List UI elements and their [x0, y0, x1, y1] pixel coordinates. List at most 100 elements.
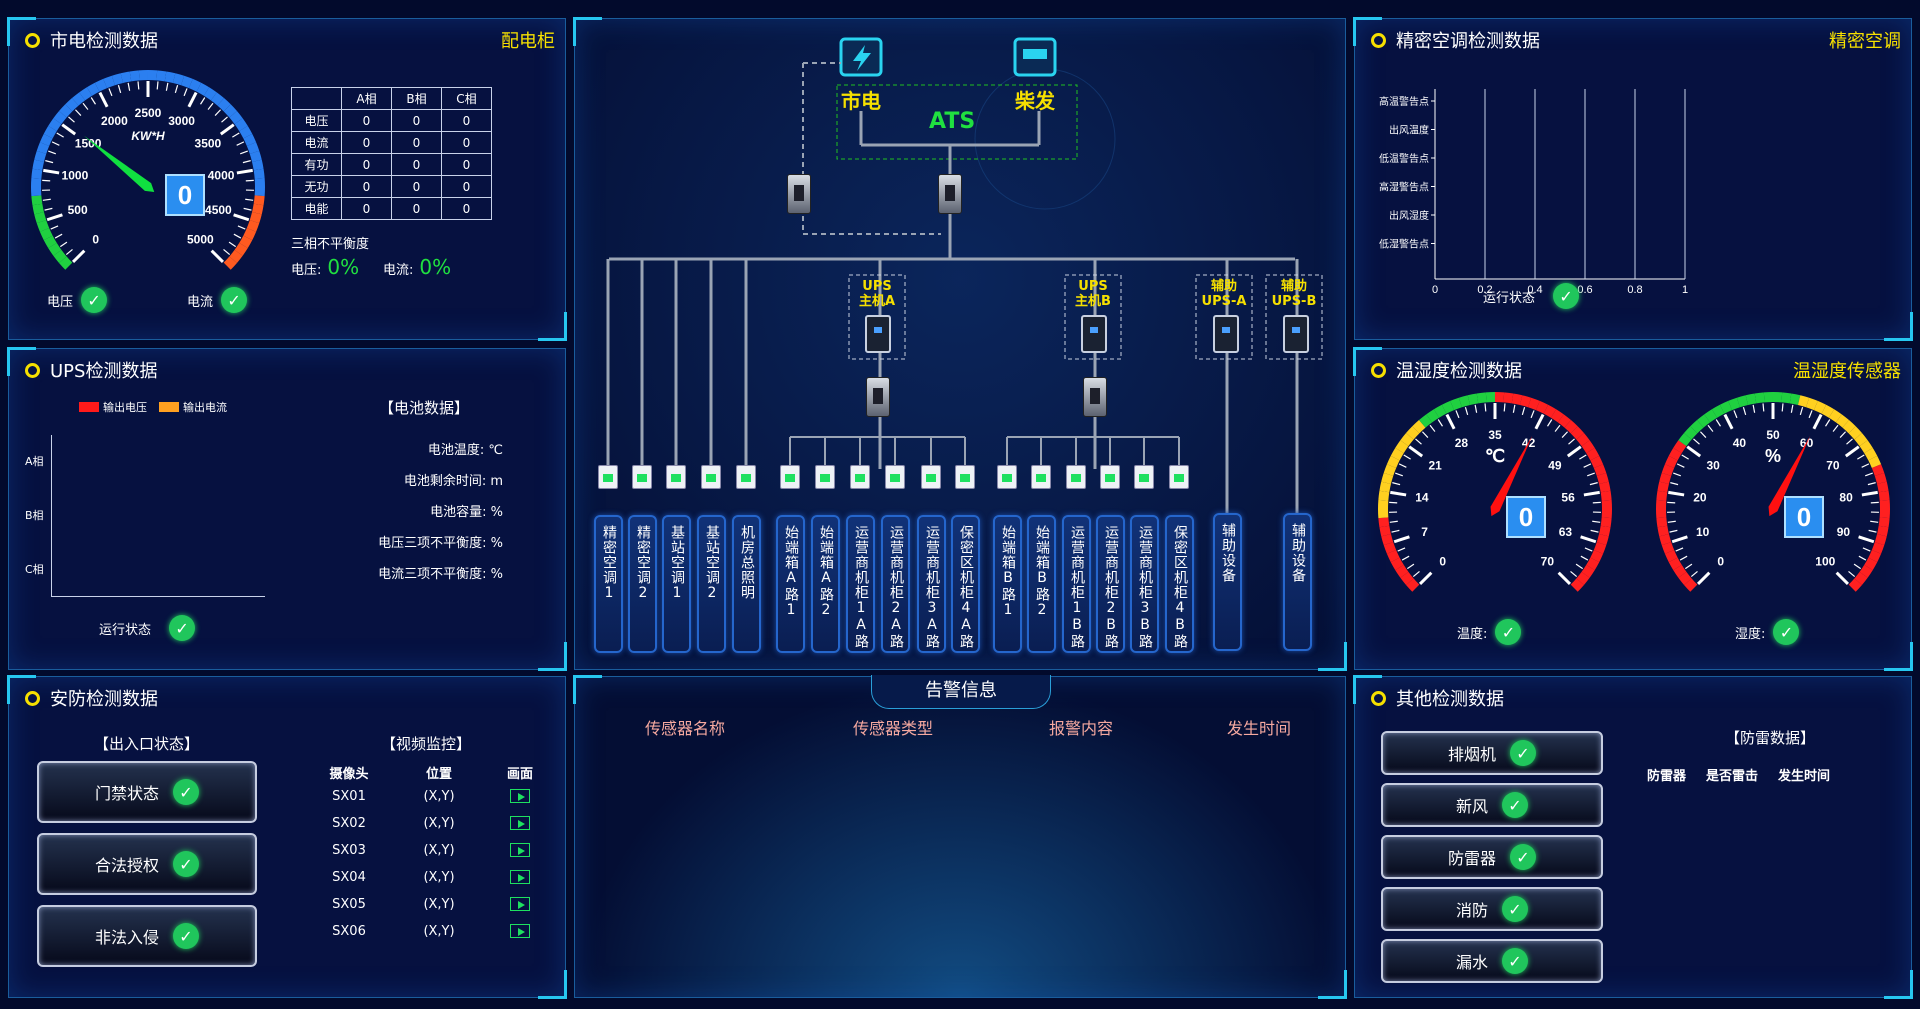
gauge-tick: [1590, 529, 1599, 533]
gauge-tick: [1415, 438, 1422, 445]
gauge-tick: [90, 97, 96, 105]
gauge-tick: [1580, 535, 1597, 544]
breaker-icon[interactable]: [1134, 465, 1154, 489]
gauge-tick: [48, 150, 56, 155]
ac-x-tick-label: 0.4: [1527, 284, 1542, 296]
breaker-icon[interactable]: [885, 465, 905, 489]
breaker-icon[interactable]: [1100, 465, 1120, 489]
ups-unit-icon[interactable]: [865, 315, 891, 353]
gauge-tick: [1580, 555, 1589, 561]
gauge-tick: [1389, 520, 1398, 523]
load-label[interactable]: 精密空调2: [628, 515, 657, 653]
load-label[interactable]: 辅助设备: [1283, 513, 1312, 651]
gauge-tick: [1575, 563, 1584, 570]
load-label[interactable]: 机房总照明: [732, 515, 761, 653]
mains-label: 市电: [841, 89, 881, 113]
load-label[interactable]: 始端箱A路1: [776, 515, 805, 653]
breaker-icon[interactable]: [815, 465, 835, 489]
camera-row[interactable]: SX01(X,Y): [304, 789, 556, 807]
breaker-icon[interactable]: [1169, 465, 1189, 489]
load-label[interactable]: 始端箱B路2: [1027, 515, 1056, 653]
video-icon[interactable]: [510, 924, 530, 938]
breaker-switch[interactable]: [787, 174, 811, 214]
breaker-icon[interactable]: [1066, 465, 1086, 489]
intrusion-button[interactable]: 非法入侵✓: [37, 905, 257, 967]
gauge-arc-segment: [103, 75, 115, 89]
camera-position: (X,Y): [423, 924, 455, 939]
breaker-icon[interactable]: [598, 465, 618, 489]
breaker-icon[interactable]: [1031, 465, 1051, 489]
gauge-arc-segment: [253, 195, 265, 206]
camera-row[interactable]: SX02(X,Y): [304, 816, 556, 834]
ups-dashed-box: [1064, 274, 1122, 360]
gauge-tick: [1862, 547, 1871, 552]
fire-button[interactable]: 消防✓: [1381, 887, 1603, 931]
breaker-icon[interactable]: [701, 465, 721, 489]
breaker-icon[interactable]: [780, 465, 800, 489]
breaker-switch[interactable]: [866, 377, 890, 417]
breaker-switch[interactable]: [938, 174, 962, 214]
load-label[interactable]: 基站空调1: [662, 515, 691, 653]
load-label[interactable]: 运营商机柜2B路: [1096, 515, 1125, 653]
table-header-cell: [291, 87, 342, 110]
camera-row[interactable]: SX05(X,Y): [304, 897, 556, 915]
gauge-tick: [50, 225, 59, 230]
gauge-value-box: [1506, 496, 1546, 538]
video-icon[interactable]: [510, 843, 530, 857]
title-ring-icon: [1371, 690, 1386, 706]
load-label[interactable]: 辅助设备: [1213, 513, 1242, 651]
gauge-tick: [1390, 490, 1407, 497]
load-label[interactable]: 保密区机柜4B路: [1165, 515, 1194, 653]
load-label[interactable]: 运营商机柜2A路: [881, 515, 910, 653]
camera-row[interactable]: SX03(X,Y): [304, 843, 556, 861]
load-label[interactable]: 运营商机柜3A路: [917, 515, 946, 653]
ups-unit-icon[interactable]: [1081, 315, 1107, 353]
ups-unit-icon[interactable]: [1283, 315, 1309, 353]
gauge-tick: [1391, 529, 1400, 533]
video-icon[interactable]: [510, 897, 530, 911]
breaker-icon[interactable]: [921, 465, 941, 489]
load-label[interactable]: 始端箱A路2: [811, 515, 840, 653]
video-icon[interactable]: [510, 816, 530, 830]
gauge-arc-segment: [86, 82, 100, 96]
load-label[interactable]: 始端箱B路1: [993, 515, 1022, 653]
breaker-icon[interactable]: [955, 465, 975, 489]
env-tag[interactable]: 温湿度传感器: [1793, 361, 1901, 382]
gauge-tick: [1670, 482, 1679, 486]
ups-unit-icon[interactable]: [1213, 315, 1239, 353]
gauge-tick-label: 100: [1815, 554, 1835, 568]
breaker-icon[interactable]: [632, 465, 652, 489]
breaker-icon[interactable]: [850, 465, 870, 489]
fresh-air-button[interactable]: 新风✓: [1381, 783, 1603, 827]
gauge-tick: [1857, 454, 1865, 460]
gauge-tick: [221, 116, 228, 123]
gauge-tick: [1733, 410, 1738, 419]
breaker-icon[interactable]: [736, 465, 756, 489]
gauge-arc-segment: [1664, 455, 1678, 469]
gauge-arc-segment: [1599, 525, 1611, 537]
load-label[interactable]: 基站空调2: [697, 515, 726, 653]
video-icon[interactable]: [510, 789, 530, 803]
gauge-tick: [65, 249, 73, 256]
authorized-button[interactable]: 合法授权✓: [37, 833, 257, 895]
breaker-icon[interactable]: [666, 465, 686, 489]
ac-tag[interactable]: 精密空调: [1829, 31, 1901, 52]
load-label[interactable]: 保密区机柜4A路: [951, 515, 980, 653]
water-leak-button[interactable]: 漏水✓: [1381, 939, 1603, 983]
smoke-exhaust-button[interactable]: 排烟机✓: [1381, 731, 1603, 775]
load-label[interactable]: 运营商机柜1A路: [846, 515, 875, 653]
breaker-switch[interactable]: [1083, 377, 1107, 417]
door-access-button[interactable]: 门禁状态✓: [37, 761, 257, 823]
ups-dashed-box: [1195, 274, 1253, 360]
mains-tag[interactable]: 配电柜: [501, 31, 555, 52]
breaker-icon[interactable]: [997, 465, 1017, 489]
camera-row[interactable]: SX04(X,Y): [304, 870, 556, 888]
video-icon[interactable]: [510, 870, 530, 884]
camera-row[interactable]: SX06(X,Y): [304, 924, 556, 942]
load-label[interactable]: 运营商机柜3B路: [1130, 515, 1159, 653]
lightning-arrester-button[interactable]: 防雷器✓: [1381, 835, 1603, 879]
load-label[interactable]: 精密空调1: [594, 515, 623, 653]
load-label[interactable]: 运营商机柜1B路: [1062, 515, 1091, 653]
